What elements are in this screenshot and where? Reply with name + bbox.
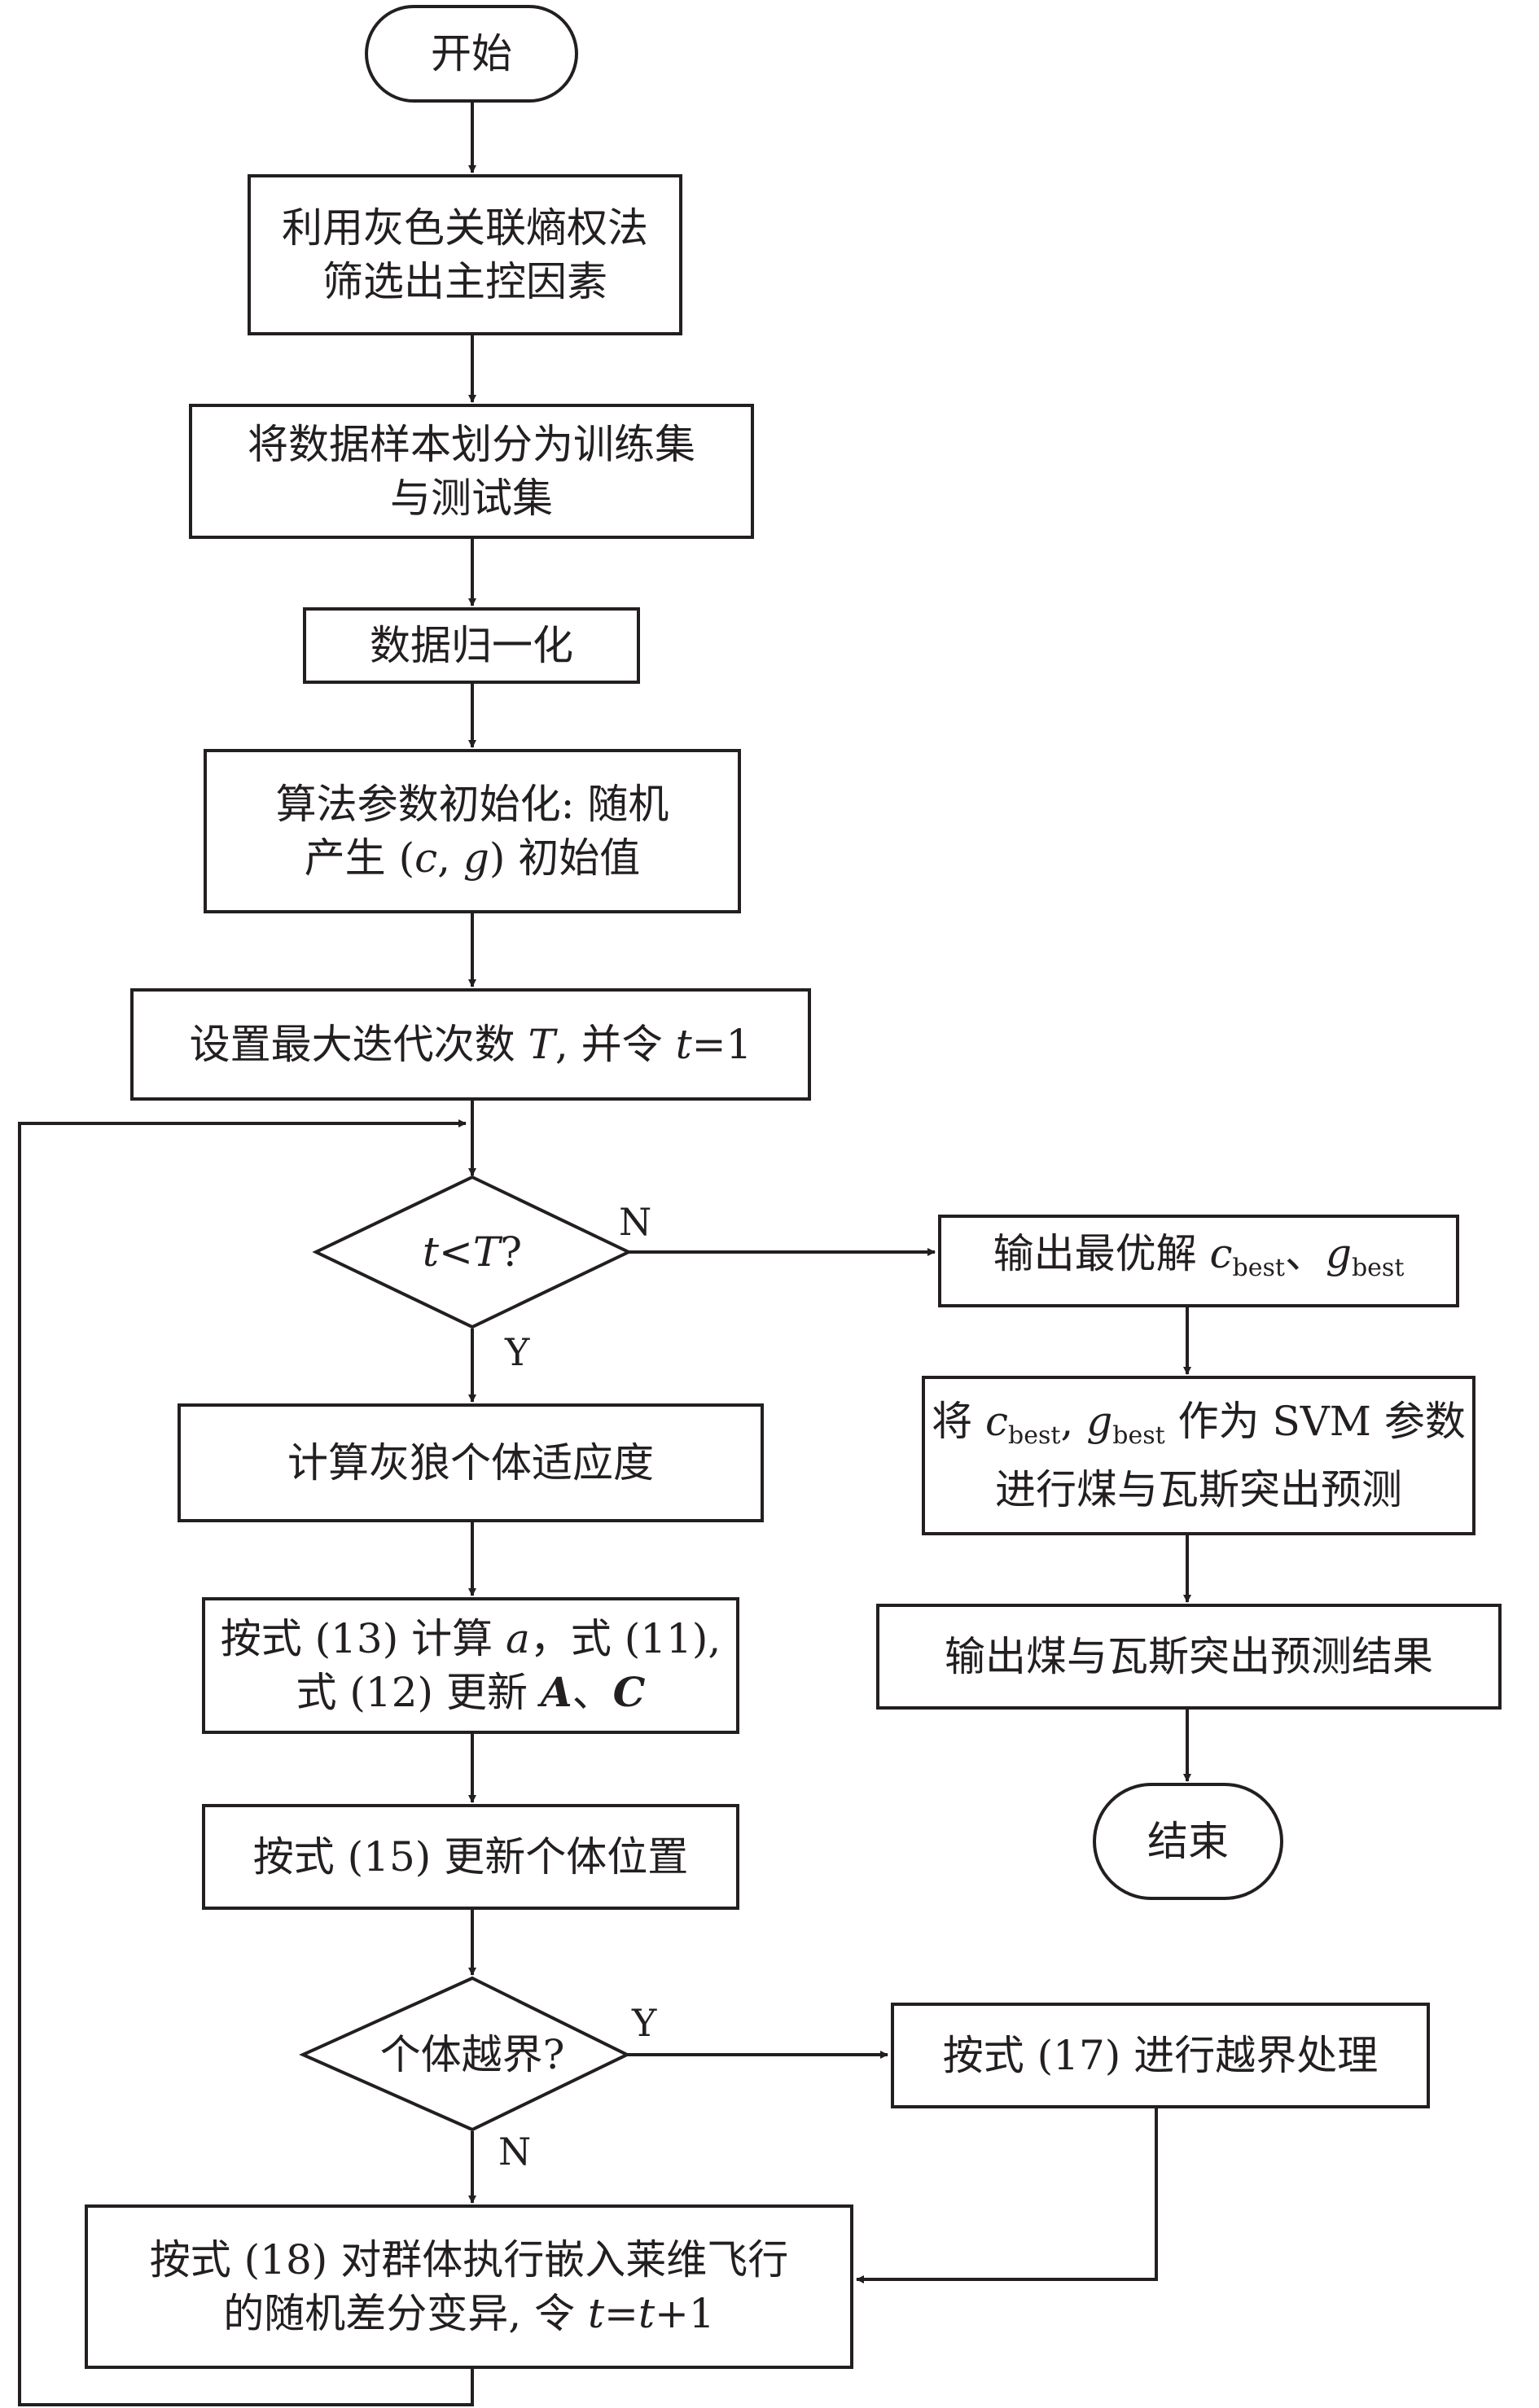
edge-loop-back xyxy=(18,1119,474,2406)
grey-relational-step: 利用灰色关联熵权法 筛选出主控因素 xyxy=(248,174,682,335)
levy-mutation-step: 按式 (18) 对群体执行嵌入莱维飞行 的随机差分变异, 令 t=t+1 xyxy=(85,2204,853,2369)
end-terminal: 结束 xyxy=(1093,1783,1283,1900)
set-max-iter-step: 设置最大迭代次数 T, 并令 t=1 xyxy=(130,988,811,1101)
levy-mutation-line-1: 按式 (18) 对群体执行嵌入莱维飞行 xyxy=(149,2236,789,2283)
update-ac-line-2: 式 (12) 更新 A、C xyxy=(296,1668,646,1716)
update-ac-step: 按式 (13) 计算 a，式 (11), 式 (12) 更新 A、C xyxy=(202,1597,739,1734)
svm-predict-step: 将 cbest, gbest 作为 SVM 参数 进行煤与瓦斯突出预测 xyxy=(922,1376,1475,1535)
end-label: 结束 xyxy=(1147,1818,1229,1865)
output-result-step: 输出煤与瓦斯突出预测结果 xyxy=(876,1604,1502,1710)
update-position-label: 按式 (15) 更新个体位置 xyxy=(252,1833,689,1880)
levy-mutation-line-2: 的随机差分变异, 令 t=t+1 xyxy=(223,2290,715,2337)
init-params-line-1: 算法参数初始化: 随机 xyxy=(275,781,669,828)
init-params-line-2: 产生 (c, g) 初始值 xyxy=(304,834,641,882)
handle-bound-step: 按式 (17) 进行越界处理 xyxy=(891,2003,1430,2108)
output-optimal-step: 输出最优解 cbest、gbest xyxy=(938,1215,1459,1307)
decision-bound-label: 个体越界? xyxy=(379,2031,565,2078)
grey-relational-line-1: 利用灰色关联熵权法 xyxy=(282,204,648,252)
update-ac-line-1: 按式 (13) 计算 a，式 (11), xyxy=(220,1615,721,1662)
edge-label-iter-no: N xyxy=(619,1200,652,1244)
split-data-step: 将数据样本划分为训练集 与测试集 xyxy=(189,404,754,539)
handle-bound-label: 按式 (17) 进行越界处理 xyxy=(942,2032,1379,2079)
edge-label-bound-yes: Y xyxy=(632,2001,657,2045)
decision-bound-diamond xyxy=(299,1976,631,2132)
normalize-label: 数据归一化 xyxy=(370,622,573,669)
grey-relational-line-2: 筛选出主控因素 xyxy=(322,258,607,305)
svm-predict-line-2: 进行煤与瓦斯突出预测 xyxy=(995,1466,1402,1513)
update-position-step: 按式 (15) 更新个体位置 xyxy=(202,1804,739,1910)
normalize-step: 数据归一化 xyxy=(303,607,640,684)
svm-predict-line-1: 将 cbest, gbest 作为 SVM 参数 xyxy=(932,1398,1466,1450)
edge-handle-to-levy xyxy=(856,2108,1158,2283)
calc-fitness-step: 计算灰狼个体适应度 xyxy=(178,1403,764,1522)
start-label: 开始 xyxy=(431,30,512,77)
decision-iter-label: t<T? xyxy=(422,1228,523,1276)
output-optimal-label: 输出最优解 cbest、gbest xyxy=(993,1230,1405,1282)
decision-iter-diamond xyxy=(312,1175,633,1329)
split-data-line-2: 与测试集 xyxy=(390,475,553,522)
calc-fitness-label: 计算灰狼个体适应度 xyxy=(287,1439,654,1486)
start-terminal: 开始 xyxy=(365,5,578,103)
output-result-label: 输出煤与瓦斯突出预测结果 xyxy=(945,1633,1433,1680)
split-data-line-1: 将数据样本划分为训练集 xyxy=(248,421,695,468)
init-params-step: 算法参数初始化: 随机 产生 (c, g) 初始值 xyxy=(204,749,741,913)
set-max-iter-label: 设置最大迭代次数 T, 并令 t=1 xyxy=(189,1021,752,1068)
edge-label-iter-yes: Y xyxy=(505,1330,530,1374)
edge-label-bound-no: N xyxy=(498,2130,532,2174)
